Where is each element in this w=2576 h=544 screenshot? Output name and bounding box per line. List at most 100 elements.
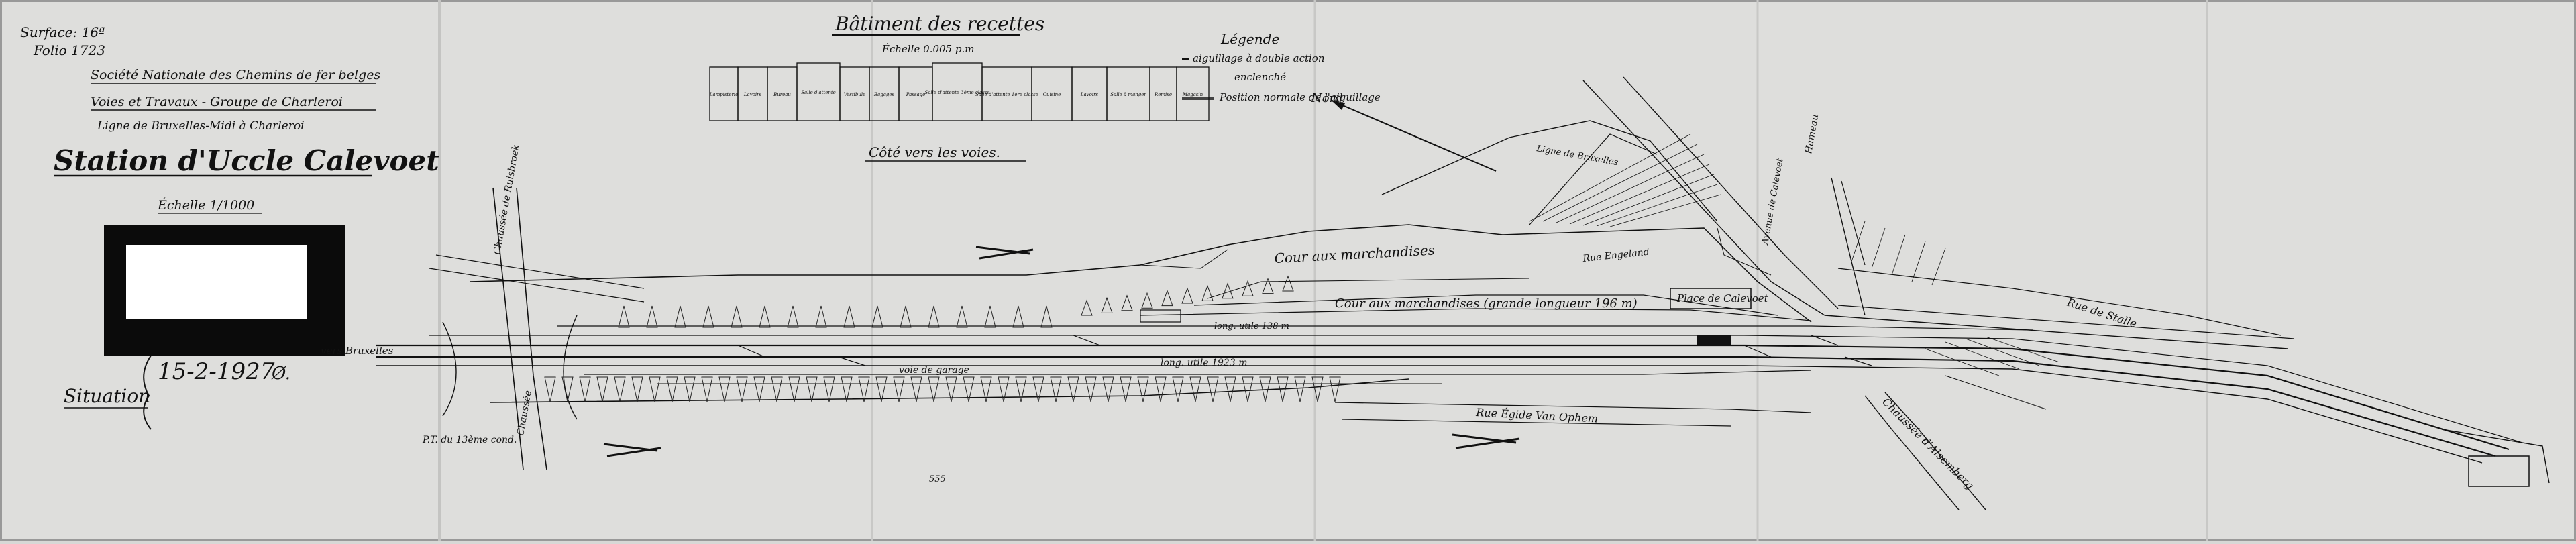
tree-icon: [858, 376, 870, 402]
tree-icon: [596, 376, 608, 402]
tree-icon: [631, 376, 643, 402]
tree-icon: [618, 305, 630, 328]
situation-label: Situation: [64, 385, 150, 407]
tree-icon: [1294, 376, 1306, 402]
room-label: Passage: [906, 92, 926, 97]
tree-icon: [893, 376, 905, 402]
line-name: Ligne de Bruxelles-Midi à Charleroi: [97, 119, 305, 133]
room-label: Vestibule: [844, 92, 866, 97]
room-label: Magasin: [1182, 92, 1203, 97]
redaction-window: [126, 245, 307, 319]
tree-icon: [1259, 376, 1271, 402]
tree-icon: [998, 376, 1010, 402]
room-label: Salle à manger: [1110, 92, 1146, 97]
scale-label: Échelle 1/1000: [157, 197, 254, 213]
tree-icon: [646, 305, 658, 328]
room-label: Salle d'attente 1ère classe: [975, 92, 1038, 97]
track-bundle: [376, 76, 2550, 510]
tree-icon: [788, 376, 800, 402]
company-name: Société Nationale des Chemins de fer bel…: [91, 68, 380, 83]
map-label: 555: [929, 474, 946, 484]
building-title: Bâtiment des recettes: [835, 13, 1044, 35]
tree-icon: [823, 376, 835, 402]
tree-icon: [731, 305, 743, 328]
tree-icon: [561, 376, 574, 402]
ref-surface: Surface: 16ª: [20, 24, 105, 40]
tree-icon: [1067, 376, 1079, 402]
tree-icon: [980, 376, 992, 402]
tree-icon: [701, 376, 713, 402]
tree-icon: [1120, 376, 1132, 402]
room-label: Bureau: [773, 92, 791, 97]
tree-icon: [759, 305, 771, 328]
tree-icon: [544, 376, 556, 402]
room-label: Lampisterie: [709, 92, 738, 97]
legend-title: Légende: [1220, 31, 1279, 47]
map-label: Place de Calevoet: [1676, 292, 1769, 305]
building-floor-plan: Lampisterie Lavoirs Bureau Salle d'attente V…: [709, 62, 1210, 121]
tree-icon: [718, 376, 731, 402]
building-side-note: Côté vers les voies.: [869, 144, 1000, 160]
tree-icon: [1201, 284, 1214, 301]
room-label: Lavoirs: [743, 92, 762, 97]
tree-icon: [1329, 376, 1341, 402]
tree-icon: [945, 376, 957, 402]
tree-icon: [956, 305, 968, 328]
group-name: Voies et Travaux - Groupe de Charleroi: [91, 95, 343, 109]
tree-icon: [674, 305, 686, 328]
map-label: long. utile 138 m: [1214, 321, 1289, 331]
tree-icon: [1015, 376, 1027, 402]
room-cell: [1176, 66, 1210, 121]
tree-icon: [1282, 275, 1294, 292]
room-label: Cuisine: [1043, 92, 1061, 97]
tree-icon: [1242, 376, 1254, 402]
tree-icon: [928, 305, 940, 328]
tree-icon: [614, 376, 626, 402]
tree-icon: [1121, 294, 1133, 311]
map-label: Cour aux marchandises (grande longueur 1…: [1335, 296, 1638, 311]
room-label: Bagages: [873, 92, 895, 97]
tree-icon: [1189, 376, 1201, 402]
ref-folio: Folio 1723: [33, 42, 105, 58]
tree-icon: [843, 305, 855, 328]
tree-icon: [871, 305, 883, 328]
tree-icon: [1262, 278, 1274, 294]
map-label: P.T. du 13ème cond.: [422, 435, 517, 445]
tree-icon: [1012, 305, 1024, 328]
tree-icon: [815, 305, 827, 328]
north-arrow-icon: [1331, 100, 1497, 172]
tree-icon: [1222, 282, 1234, 299]
tree-icon: [928, 376, 940, 402]
tree-icon: [702, 305, 714, 328]
tree-icon: [1161, 290, 1173, 307]
tree-icon: [1050, 376, 1062, 402]
tree-icon: [841, 376, 853, 402]
tree-icon: [900, 305, 912, 328]
room-label: Salle d'attente: [801, 90, 836, 95]
tree-icon: [649, 376, 661, 402]
tree-icon: [806, 376, 818, 402]
tree-icon: [910, 376, 922, 402]
tree-icon: [1081, 299, 1093, 316]
map-label: vers Bruxelles: [321, 345, 394, 357]
tree-icon: [666, 376, 678, 402]
building-scale: Échelle 0.005 p.m: [881, 43, 974, 55]
tree-icon: [1207, 376, 1219, 402]
tree-icon: [1242, 280, 1254, 296]
tree-icon: [1032, 376, 1044, 402]
tree-icon: [787, 305, 799, 328]
tree-icon: [736, 376, 748, 402]
tree-icon: [875, 376, 888, 402]
legend-item: Position normale de l'aiguillage: [1219, 91, 1381, 103]
tree-icon: [1102, 376, 1114, 402]
tree-icon: [1137, 376, 1149, 402]
room-label: Salle d'attente 3ème classe: [924, 90, 989, 95]
direction-arrows: [603, 246, 1520, 457]
tree-icon: [963, 376, 975, 402]
tree-icon: [1085, 376, 1097, 402]
tree-row-north: [618, 275, 1294, 328]
tree-icon: [1181, 287, 1193, 304]
legend-item: aiguillage à double action: [1193, 52, 1325, 64]
